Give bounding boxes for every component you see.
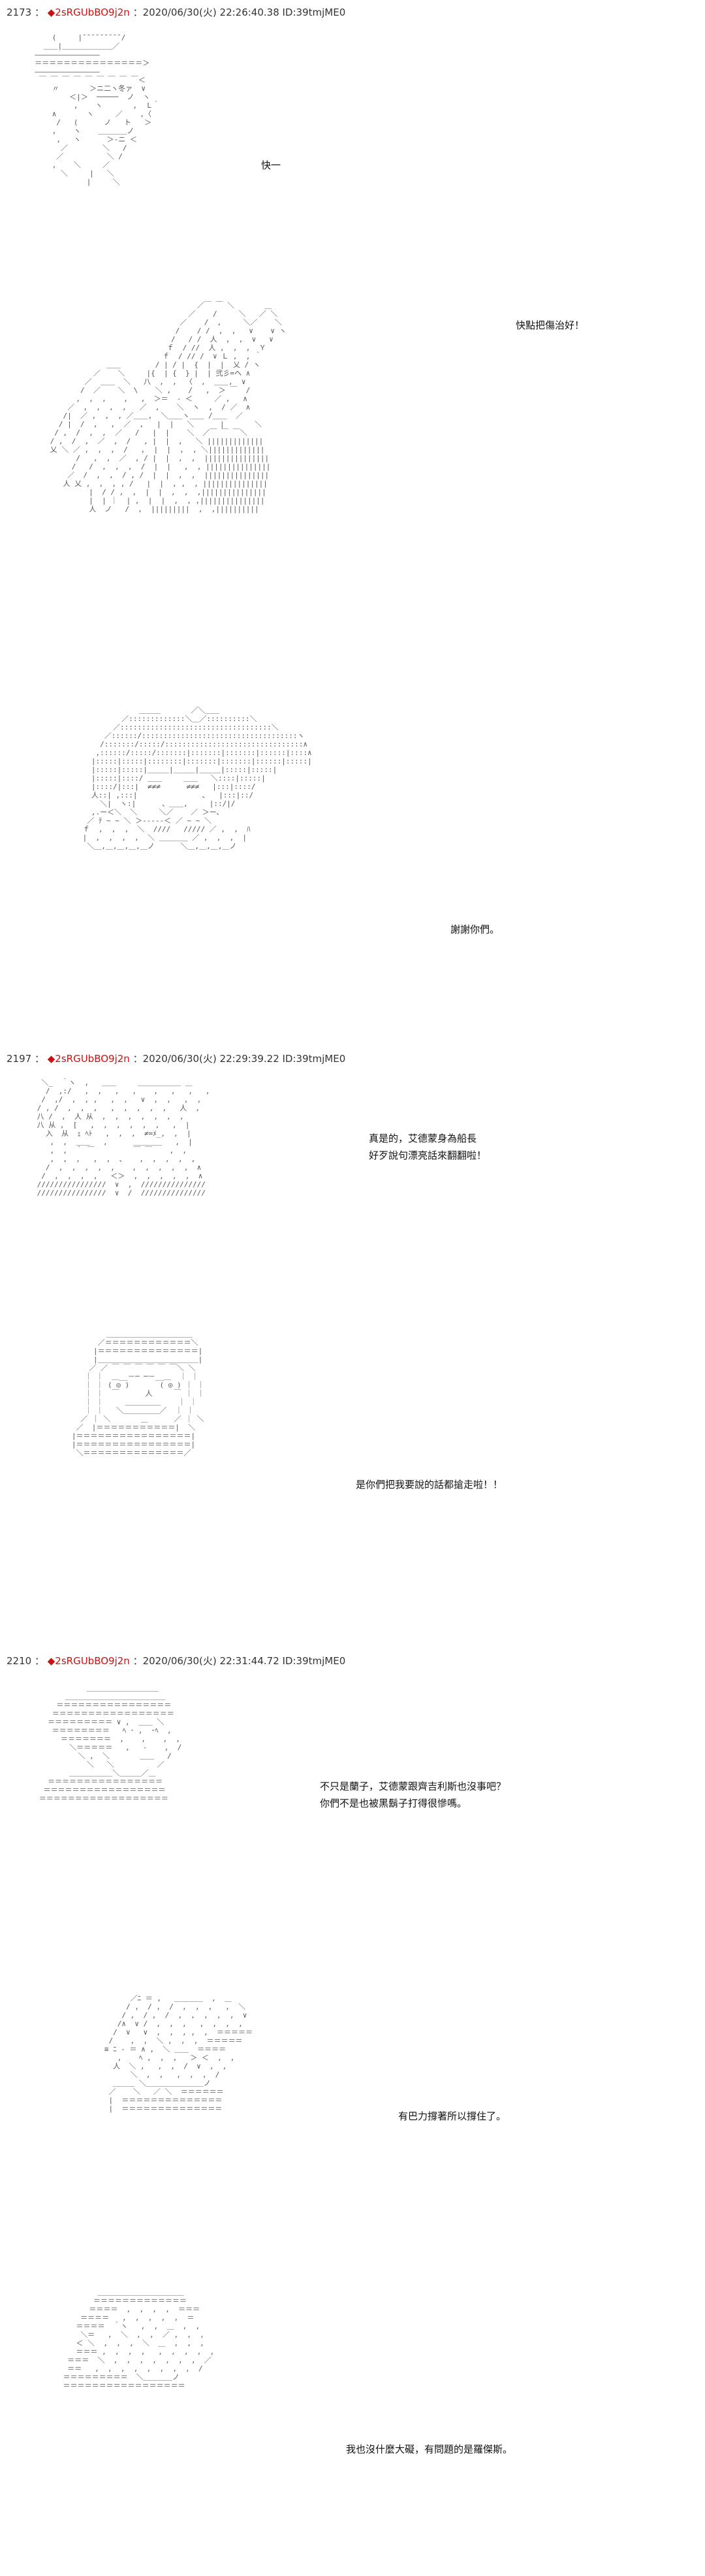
dialogue: 我也沒什麼大礙，有問題的是羅傑斯。 [346, 2441, 512, 2458]
poster-trip[interactable]: ◆2sRGUbBO9j2n [47, 7, 130, 18]
panel-4: ＼_ ｀ヽ , ＿＿ ＿＿＿＿＿＿ ＿ / ,:/ , , , , , , , … [0, 1065, 705, 1313]
ascii-art: ＿＿＿＿＿＿＿＿＿＿ ＿＿＿＿＿＿＿＿＿＿＿＿＿＿ ＝＝＝＝＝＝＝＝＝＝＝＝＝＝… [39, 1684, 182, 1803]
dialogue-line: 快點把傷治好！ [516, 319, 585, 331]
post-datetime: ：2020/06/30(火) 22:31:44.72 ID:39tmjME0 [133, 1655, 346, 1667]
panel-8: ＿＿＿＿＿＿＿＿＿＿＿＿ ＝＝＝＝＝＝＝＝＝＝＝＝＝ ＝＝＝＝ , , , , … [0, 2268, 705, 2568]
dialogue: 有巴力撐著所以撐住了。 [398, 2108, 506, 2125]
dialogue: 快點把傷治好！ [516, 317, 584, 334]
ascii-art: ／￣ ￣ ＼ ＿ ／ / ＼ ／ ＼ ／ / , ＼／ ＼ / / / , , … [50, 301, 287, 513]
dialogue-line: 我也沒什麼大礙，有問題的是羅傑斯。 [346, 2443, 513, 2455]
panel-5: ＿＿＿＿＿＿＿＿＿＿＿＿ ／＝＝＝＝＝＝＝＝＝＝＝＝＼ |＝＝＝＝＝＝＝＝＝＝＝… [0, 1319, 705, 1607]
dialogue-line: 不只是蘭子，艾德蒙跟齊吉利斯也沒事吧？ [320, 1780, 507, 1792]
dialogue-line: 是你們把我要說的話都搶走啦！！ [356, 1479, 503, 1490]
panel-7: ／ﾆ ＝ , ＿＿＿＿ , ＿ / , / , / , , , , ＼ / , … [0, 1980, 705, 2255]
ascii-art: ＿＿＿＿＿＿＿＿＿＿＿＿ ／＝＝＝＝＝＝＝＝＝＝＝＝＼ |＝＝＝＝＝＝＝＝＝＝＝… [71, 1330, 204, 1457]
post-datetime: ：2020/06/30(火) 22:29:39.22 ID:39tmjME0 [133, 1053, 346, 1065]
poster-trip[interactable]: ◆2sRGUbBO9j2n [47, 1053, 130, 1065]
post-separator: ： [34, 1655, 44, 1667]
dialogue-line: 謝謝你們。 [450, 924, 500, 935]
dialogue: 真是的，艾德蒙身為船長 好歹說句漂亮話來翻翻啦！ [369, 1130, 486, 1164]
ascii-art: ＿＿＿＿＿＿＿＿＿＿＿＿ ＝＝＝＝＝＝＝＝＝＝＝＝＝ ＝＝＝＝ , , , , … [63, 2288, 215, 2390]
panel-3: ＿＿＿ ／＼＿＿ ／:::::::::::::＼＿／::::::::::＼ ／:… [0, 686, 705, 1012]
dialogue-line: 有巴力撐著所以撐住了。 [398, 2110, 507, 2122]
panel-6: ＿＿＿＿＿＿＿＿＿＿ ＿＿＿＿＿＿＿＿＿＿＿＿＿＿ ＝＝＝＝＝＝＝＝＝＝＝＝＝＝… [0, 1670, 705, 1957]
dialogue: 謝謝你們。 [450, 921, 499, 938]
post-number: 2173 [7, 7, 32, 18]
post-header: 2173 ： ◆2sRGUbBO9j2n ：2020/06/30(火) 22:2… [7, 5, 345, 19]
post-number: 2197 [7, 1053, 32, 1065]
dialogue-line: 你們不是也被黑鬍子打得很慘嗎。 [320, 1797, 467, 1809]
dialogue-line: 快一 [261, 159, 281, 171]
dialogue-line: 真是的，艾德蒙身為船長 [369, 1133, 477, 1144]
dialogue: 快一 [261, 157, 281, 174]
post-number: 2210 [7, 1655, 32, 1667]
post-datetime: ：2020/06/30(火) 22:26:40.38 ID:39tmjME0 [133, 7, 346, 18]
ascii-art: ／ﾆ ＝ , ＿＿＿＿ , ＿ / , / , / , , , , ＼ / , … [104, 1994, 253, 2113]
post-header: 2197 ： ◆2sRGUbBO9j2n ：2020/06/30(火) 22:2… [7, 1052, 345, 1065]
post-separator: ： [34, 1053, 44, 1065]
ascii-art: ＼_ ｀ヽ , ＿＿ ＿＿＿＿＿＿ ＿ / ,:/ , , , , , , , … [37, 1078, 210, 1197]
ascii-art: ＿＿＿ ／＼＿＿ ／:::::::::::::＼＿／::::::::::＼ ／:… [82, 706, 312, 850]
dialogue: 是你們把我要說的話都搶走啦！！ [356, 1476, 503, 1493]
ascii-art: ( |̄ ̄ ̄ ̄ ̄ ̄ ̄ ̄ ̄ / ＿＿|＿＿＿＿＿＿＿／ ―――――… [35, 33, 161, 186]
post-separator: ： [34, 7, 44, 18]
dialogue-line: 好歹說句漂亮話來翻翻啦！ [369, 1150, 487, 1161]
post-header: 2210 ： ◆2sRGUbBO9j2n ：2020/06/30(火) 22:3… [7, 1654, 345, 1667]
dialogue: 不只是蘭子，艾德蒙跟齊吉利斯也沒事吧？ 你們不是也被黑鬍子打得很慘嗎。 [320, 1778, 506, 1812]
poster-trip[interactable]: ◆2sRGUbBO9j2n [47, 1655, 130, 1667]
panel-1: ( |̄ ̄ ̄ ̄ ̄ ̄ ̄ ̄ ̄ / ＿＿|＿＿＿＿＿＿＿／ ―――――… [0, 20, 705, 255]
panel-2: ／￣ ￣ ＼ ＿ ／ / ＼ ／ ＼ ／ / , ＼／ ＼ / / / , , … [0, 281, 705, 666]
